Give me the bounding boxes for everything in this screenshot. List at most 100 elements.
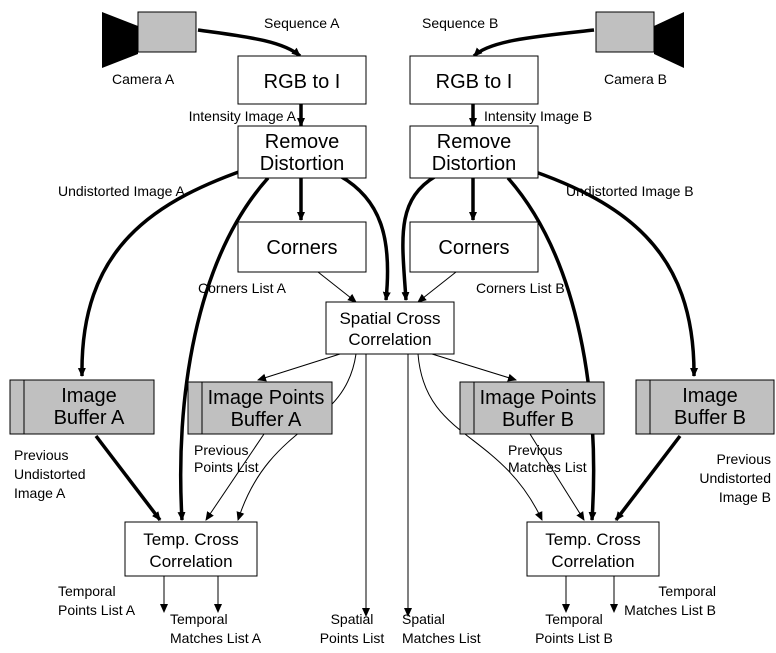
edge-und-b-imgbuf [511, 162, 699, 377]
label-intensity-image-b: Intensity Image B [484, 108, 592, 124]
text-line: RGB to I [436, 71, 513, 93]
temporal-cross-correlation-a-box [124, 521, 258, 577]
label-undistorted-image-b: Undistorted Image B [566, 183, 694, 199]
edge-spatial-temporal-a [236, 353, 357, 521]
camera-a-label: Camera A [112, 71, 175, 87]
camera-a-body [137, 11, 197, 53]
text-line: Matches List [508, 459, 587, 475]
text-line: Temp. Cross [545, 530, 640, 549]
remove-distortion-a-box [237, 125, 367, 179]
text-line: Corners List B [476, 280, 565, 296]
text-line: Image A [14, 485, 66, 501]
text-line: Previous [14, 447, 68, 463]
camera-b-body [595, 11, 655, 53]
text-line: Matches List A [170, 630, 262, 646]
corners-b-box [409, 221, 539, 273]
edge-und-a-spatial [339, 174, 391, 301]
edge-spatial-temporal-b [417, 353, 543, 521]
text-line: Distortion [432, 153, 516, 175]
text-line: Intensity Image A [189, 108, 297, 124]
corners-b-label: Corners [438, 237, 509, 259]
edge-prev-match [529, 433, 585, 521]
camera-b-label: Camera B [604, 71, 667, 87]
label-undistorted-image-a: Undistorted Image A [58, 183, 186, 199]
text-line: Image B [719, 489, 771, 505]
text-line: Remove [265, 131, 339, 153]
text-line: Temporal [58, 583, 116, 599]
text-line: Buffer B [674, 407, 746, 429]
image-buffer-b [635, 379, 775, 435]
edge-prev-pts [205, 433, 265, 521]
text-line: Remove [437, 131, 511, 153]
text-line: Undistorted [699, 470, 771, 486]
text-line: Points List B [535, 630, 613, 646]
text-line: Undistorted [14, 466, 86, 482]
rgb-to-i-a-label: RGB to I [264, 71, 341, 93]
text-line: Image [682, 385, 738, 407]
edge-und-a-imgbuf [77, 162, 263, 377]
corners-a-box [237, 221, 367, 273]
text-line: Buffer A [231, 409, 302, 431]
text-line: Intensity Image B [484, 108, 592, 124]
label-sequence-b: Sequence B [422, 15, 498, 31]
edge-und-a-temporal [177, 176, 270, 521]
text-line: Sequence A [264, 15, 340, 31]
text-line: Spatial Cross [339, 309, 440, 328]
text-line: Sequence B [422, 15, 498, 31]
text-line: Points List A [58, 602, 136, 618]
text-line: Correlation [348, 330, 431, 349]
rgb-to-i-a-box [237, 55, 367, 105]
edge-cl-b [417, 271, 457, 303]
edge-spatial-ptsbuf-b [431, 353, 517, 382]
text-line: Points List [320, 630, 385, 646]
label-corners-list-b: Corners List B [476, 280, 565, 296]
text-line: Buffer A [54, 407, 125, 429]
label-sequence-a: Sequence A [264, 15, 340, 31]
label-intensity-image-a: Intensity Image A [189, 108, 297, 124]
text-line: Matches List B [624, 602, 716, 618]
camera-b-icon [595, 11, 684, 68]
text-line: Temporal [170, 611, 228, 627]
label-corners-list-a: Corners List A [198, 280, 287, 296]
text-line: RGB to I [264, 71, 341, 93]
text-line: Image Points [208, 387, 325, 409]
camera-a-icon [102, 11, 197, 68]
text-line: Previous [717, 451, 771, 467]
image-buffer-a [9, 379, 155, 435]
text-line: Temporal [658, 583, 716, 599]
edge-und-b-temporal [506, 176, 597, 521]
text-line: Spatial [331, 611, 374, 627]
edge-spatial-ptsbuf-a [257, 353, 341, 382]
text-line: Undistorted Image A [58, 183, 186, 199]
text-line: Corners List A [198, 280, 287, 296]
text-line: Temporal [545, 611, 603, 627]
edge-und-b-spatial [401, 174, 437, 301]
edge-prev-und-b [614, 434, 682, 522]
text-line: Previous [194, 442, 248, 458]
rgb-to-i-b-label: RGB to I [436, 71, 513, 93]
text-line: Buffer B [502, 409, 574, 431]
text-line: Matches List [402, 630, 481, 646]
text-line: Corners [438, 237, 509, 259]
text-line: Undistorted Image B [566, 183, 694, 199]
remove-distortion-b-box [409, 125, 539, 179]
edge-prev-und-a [94, 434, 162, 522]
text-line: Points List [194, 459, 259, 475]
corners-a-label: Corners [266, 237, 337, 259]
edge-cl-a [317, 271, 357, 303]
